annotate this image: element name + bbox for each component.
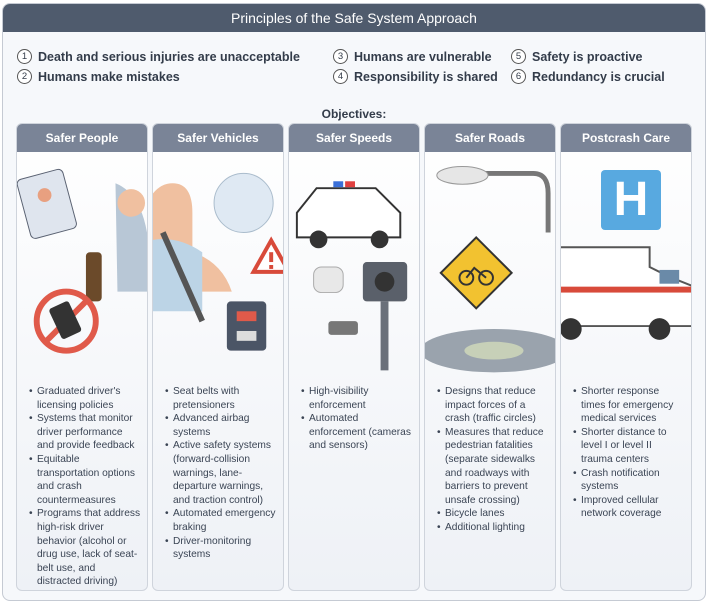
list-item: Advanced airbag systems (165, 412, 277, 439)
principle-text: Responsibility is shared (354, 69, 498, 84)
principle-4: 4 Responsibility is shared (333, 69, 498, 84)
safer-speeds-list: High-visibility enforcement Automated en… (289, 377, 419, 453)
principle-text: Humans are vulnerable (354, 49, 492, 64)
safer-people-illustration (17, 152, 147, 377)
principle-2: 2 Humans make mistakes (17, 69, 180, 84)
enforcement-camera-icon (328, 321, 358, 335)
list-item: Shorter response times for emergency med… (573, 385, 685, 426)
principle-text: Safety is proactive (532, 49, 643, 64)
list-item: Measures that reduce pedestrian fataliti… (437, 426, 549, 508)
safer-roads-list: Designs that reduce impact forces of a c… (425, 377, 555, 535)
column-title: Safer People (17, 124, 147, 152)
safer-vehicles-illustration (153, 152, 283, 377)
principle-number: 5 (511, 49, 526, 64)
prohibited-icon (33, 288, 99, 354)
list-item: Systems that monitor driver performance … (29, 412, 141, 453)
column-postcrash-care: Postcrash Care H Shorter response times … (560, 123, 692, 591)
infographic: Principles of the Safe System Approach 1… (2, 3, 706, 601)
lane-display-icon (226, 301, 267, 351)
principle-3: 3 Humans are vulnerable (333, 49, 492, 64)
safer-people-list: Graduated driver's licensing policies Sy… (17, 377, 147, 589)
list-item: Equitable transportation options and cra… (29, 453, 141, 507)
objectives-label: Objectives: (321, 107, 387, 121)
principle-number: 6 (511, 69, 526, 84)
principle-number: 2 (17, 69, 32, 84)
page-title: Principles of the Safe System Approach (3, 4, 705, 32)
list-item: High-visibility enforcement (301, 385, 413, 412)
list-item: Seat belts with pretensioners (165, 385, 277, 412)
list-item: Driver-monitoring systems (165, 535, 277, 562)
principle-6: 6 Redundancy is crucial (511, 69, 665, 84)
principle-text: Redundancy is crucial (532, 69, 665, 84)
list-item: Improved cellular network coverage (573, 494, 685, 521)
list-item: Graduated driver's licensing policies (29, 385, 141, 412)
list-item: Automated enforcement (cameras and senso… (301, 412, 413, 453)
street-light-icon (464, 170, 551, 233)
seat-belt-icon (160, 231, 205, 323)
column-safer-people: Safer People Graduated driver's licensin… (16, 123, 148, 591)
list-item: Shorter distance to level I or level II … (573, 426, 685, 467)
phone-icon (49, 301, 82, 339)
safer-vehicles-list: Seat belts with pretensioners Advanced a… (153, 377, 283, 562)
list-item: Designs that reduce impact forces of a c… (437, 385, 549, 426)
principle-number: 4 (333, 69, 348, 84)
principle-5: 5 Safety is proactive (511, 49, 642, 64)
safer-roads-illustration (425, 152, 555, 377)
postcrash-care-illustration: H (561, 152, 691, 377)
hospital-sign-icon: H (601, 170, 661, 230)
principle-1: 1 Death and serious injuries are unaccept… (17, 49, 300, 64)
list-item: Bicycle lanes (437, 507, 549, 521)
list-item: Active safety systems (forward-collision… (165, 439, 277, 507)
column-safer-speeds: Safer Speeds High-visibility enforcement… (288, 123, 420, 591)
column-safer-vehicles: Safer Vehicles Seat belts with pretensio… (152, 123, 284, 591)
column-title: Safer Speeds (289, 124, 419, 152)
column-safer-roads: Safer Roads Designs that reduce impact f… (424, 123, 556, 591)
sensor-icon (313, 266, 344, 294)
license-photo (37, 188, 52, 202)
warning-triangle-icon (250, 236, 283, 274)
postcrash-care-list: Shorter response times for emergency med… (561, 377, 691, 521)
principle-number: 3 (333, 49, 348, 64)
principle-text: Humans make mistakes (38, 69, 180, 84)
list-item: Programs that address high-risk driver b… (29, 507, 141, 589)
list-item: Automated emergency braking (165, 507, 277, 534)
column-title: Safer Roads (425, 124, 555, 152)
column-title: Postcrash Care (561, 124, 691, 152)
list-item: Additional lighting (437, 521, 549, 535)
tablet-icon (17, 168, 77, 239)
principle-number: 1 (17, 49, 32, 64)
list-item: Crash notification systems (573, 467, 685, 494)
airbag-icon (213, 172, 274, 233)
safer-speeds-illustration (289, 152, 419, 377)
principle-text: Death and serious injuries are unaccepta… (38, 49, 300, 64)
bicycle-sign-icon (439, 236, 514, 310)
police-car-icon (295, 187, 402, 239)
bottle-icon (85, 252, 102, 302)
column-title: Safer Vehicles (153, 124, 283, 152)
